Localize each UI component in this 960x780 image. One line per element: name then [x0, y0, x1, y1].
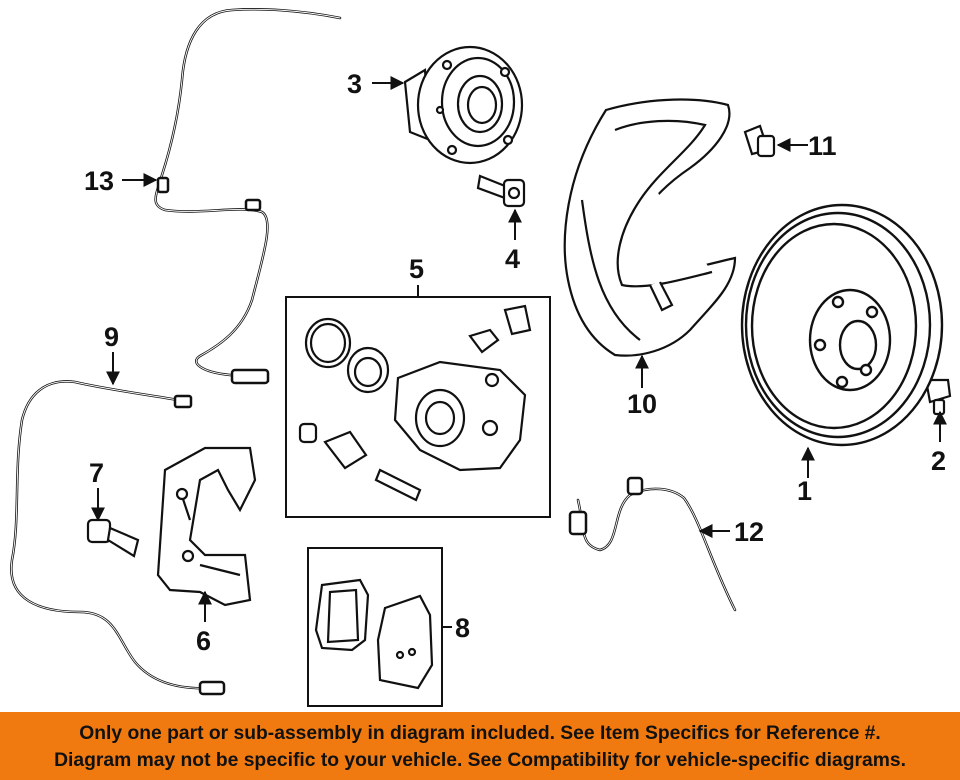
caliper-kit-box-5 [285, 296, 551, 518]
callout-4: 4 [505, 244, 520, 274]
callout-8: 8 [455, 613, 470, 643]
wheel-hub-3 [403, 45, 524, 165]
callout-3: 3 [347, 69, 362, 99]
brake-rotor-1 [740, 203, 944, 447]
callout-7: 7 [89, 458, 104, 488]
callout-12: 12 [734, 517, 764, 547]
shield-bolt-11 [743, 124, 776, 158]
abs-sensor-wire-13 [154, 8, 342, 385]
disclaimer-line-2: Diagram may not be specific to your vehi… [54, 750, 906, 771]
hub-bolt-4 [476, 174, 526, 208]
brake-pads-box-8 [307, 547, 443, 707]
callout-6: 6 [196, 626, 211, 656]
abs-sensor-wire-12 [568, 476, 737, 612]
callout-1: 1 [797, 476, 812, 506]
disclaimer-line-1: Only one part or sub-assembly in diagram… [79, 723, 881, 744]
callout-2: 2 [931, 446, 946, 476]
leader-lines [91, 76, 947, 628]
bracket-bolt-7 [86, 518, 140, 558]
brake-assembly-diagram: 1 2 3 4 5 6 7 8 9 10 11 12 13 [10, 8, 952, 707]
caliper-bracket-6 [156, 446, 257, 607]
callout-10: 10 [627, 389, 657, 419]
abs-sensor-wire-9 [10, 380, 226, 696]
disclaimer-banner: Only one part or sub-assembly in diagram… [0, 712, 960, 780]
callout-13: 13 [84, 166, 114, 196]
callout-9: 9 [104, 322, 119, 352]
callout-5: 5 [409, 254, 424, 284]
callout-labels: 1 2 3 4 5 6 7 8 9 10 11 12 13 [84, 69, 946, 656]
callout-11: 11 [808, 131, 837, 161]
splash-shield-10 [563, 98, 737, 357]
